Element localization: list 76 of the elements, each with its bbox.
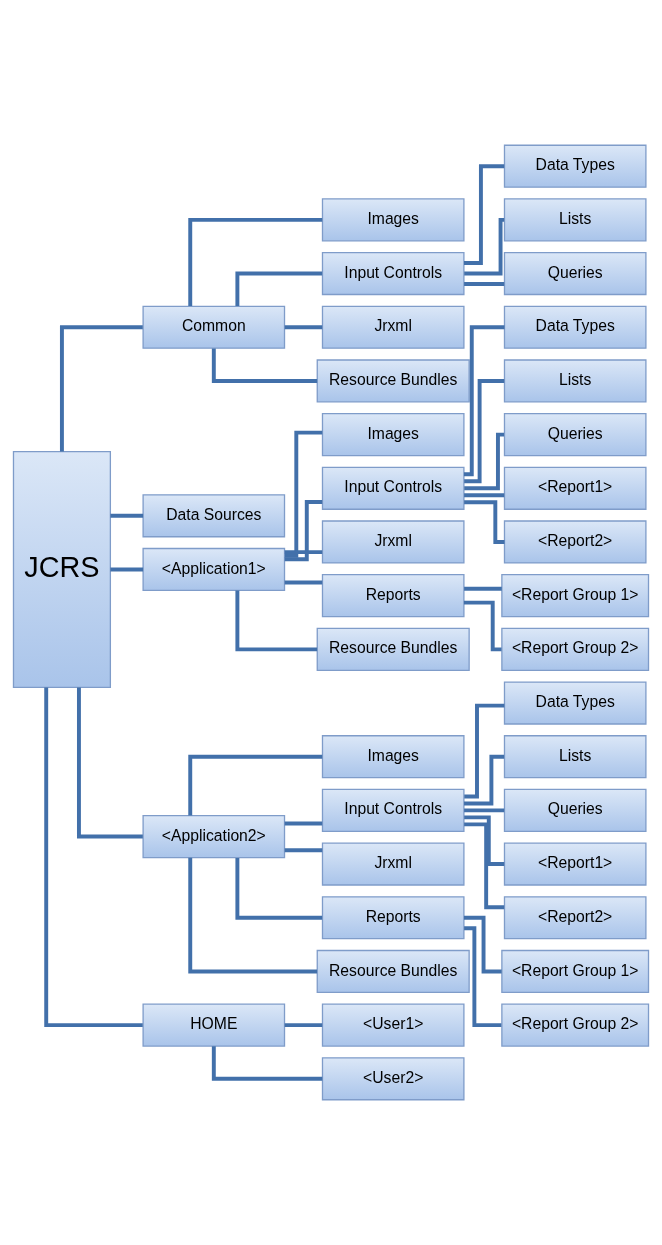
node-box: JCRS	[12, 450, 112, 688]
connector	[464, 493, 505, 498]
node-box: Lists	[503, 359, 647, 403]
connector	[464, 808, 505, 813]
node-box: <Report1>	[503, 842, 647, 886]
connector	[464, 815, 505, 867]
connector	[464, 754, 505, 806]
node-box: <Report Group 1>	[501, 574, 650, 618]
node-box: Data Types	[503, 144, 647, 188]
node-box: Queries	[503, 413, 647, 457]
connector	[235, 857, 323, 920]
connector	[464, 822, 505, 910]
node-box: Input Controls	[321, 466, 465, 510]
node-box: Images	[321, 198, 465, 242]
connector	[463, 325, 505, 477]
node-box: Jrxml	[321, 305, 465, 349]
node-box: <Report Group 2>	[501, 1003, 650, 1047]
connector	[463, 600, 502, 652]
node-box: <Application1>	[142, 547, 286, 592]
node-box: <Application2>	[142, 814, 286, 859]
node-box: <Report Group 1>	[501, 949, 650, 994]
connector	[77, 687, 143, 839]
connector	[464, 500, 505, 544]
connector	[284, 848, 323, 853]
connector	[464, 378, 505, 484]
connector	[284, 325, 323, 330]
connector	[235, 590, 318, 652]
connector	[188, 754, 323, 816]
node-box: Queries	[503, 251, 647, 296]
node-box: Jrxml	[321, 842, 465, 886]
node-box: Data Types	[503, 681, 647, 725]
node-box: Common	[142, 305, 286, 349]
node-box: Lists	[503, 735, 647, 779]
node-box: Reports	[321, 896, 465, 940]
node-box: <Report2>	[503, 896, 647, 940]
node-box: Images	[321, 413, 465, 457]
connector	[284, 550, 323, 555]
node-box: <User2>	[321, 1057, 465, 1101]
node-box: Resource Bundles	[316, 627, 470, 671]
connector	[211, 348, 318, 383]
node-box: Input Controls	[321, 251, 465, 296]
connector	[464, 586, 502, 591]
connector	[464, 703, 505, 799]
connector	[235, 271, 323, 307]
node-box: Data Types	[503, 305, 647, 349]
node-box: Reports	[321, 574, 465, 618]
connector	[464, 217, 505, 276]
connector	[188, 857, 318, 974]
connector	[463, 915, 502, 974]
connector	[59, 325, 143, 452]
connector	[110, 513, 144, 518]
node-box: <Report Group 2>	[501, 627, 650, 671]
connector	[284, 821, 323, 826]
node-box: Resource Bundles	[316, 949, 470, 994]
connector	[284, 500, 323, 562]
node-box: Images	[321, 735, 465, 779]
connector	[464, 282, 505, 286]
connector	[284, 1023, 323, 1028]
connector	[110, 567, 144, 572]
node-box: Resource Bundles	[316, 359, 470, 403]
connector	[284, 580, 323, 585]
connector	[211, 1046, 323, 1081]
node-box: Data Sources	[142, 494, 286, 538]
node-box: <Report2>	[503, 520, 647, 564]
node-box: HOME	[142, 1003, 286, 1047]
connector	[464, 432, 504, 491]
node-box: Lists	[503, 198, 647, 242]
connector	[188, 217, 323, 307]
node-box: Jrxml	[321, 520, 465, 564]
node-box: <Report1>	[503, 466, 647, 510]
connector	[44, 687, 143, 1028]
node-box: <User1>	[321, 1003, 465, 1047]
node-box: Queries	[503, 788, 647, 832]
connector	[284, 430, 323, 558]
connector	[464, 926, 502, 1028]
node-box: Input Controls	[321, 788, 465, 832]
